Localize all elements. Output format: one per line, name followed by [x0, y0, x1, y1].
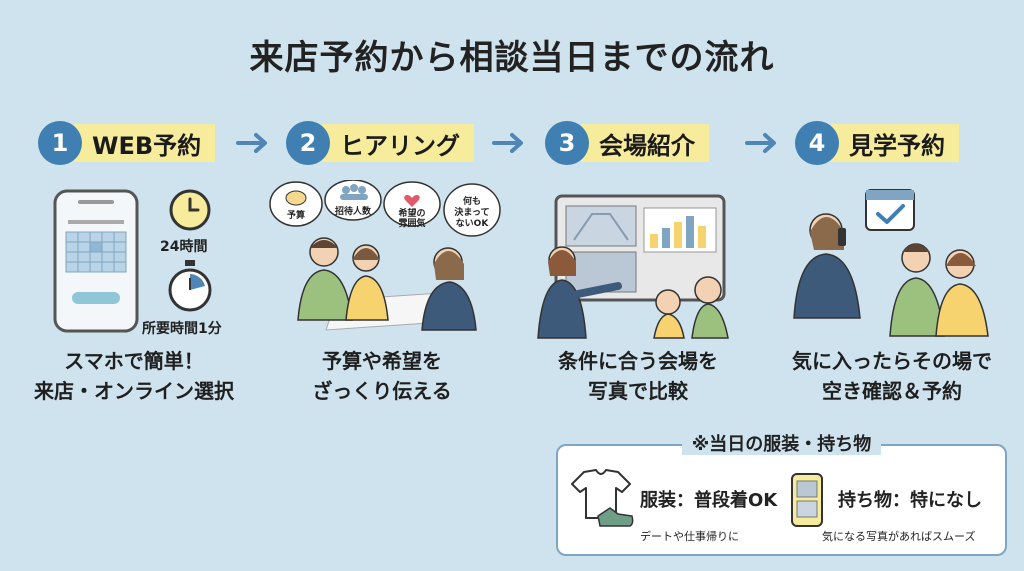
step-3-caption: 条件に合う会場を 写真で比較: [518, 346, 758, 406]
check-icon: [876, 204, 905, 224]
bubble-atmosphere-line1: 希望の: [398, 207, 425, 219]
bubble-budget: 予算: [287, 209, 305, 221]
listener-figures: [653, 276, 729, 339]
step-label: WEB予約: [74, 124, 216, 162]
arrow-right-icon: [745, 133, 776, 153]
info-title: ※当日の服装・持ち物: [556, 430, 1007, 456]
arrow-right-icon: [492, 133, 523, 153]
step-number: 4: [795, 121, 839, 165]
bubble-undecided-line1: 何も: [463, 195, 481, 207]
stopwatch-icon: [168, 260, 212, 312]
step-4-header: 4 見学予約: [795, 118, 959, 168]
tshirt-icon: [571, 469, 631, 519]
visit-reservation-illustration: [793, 189, 989, 337]
step-number: 2: [286, 121, 330, 165]
step-number: 3: [545, 121, 589, 165]
presenter-figure: [537, 246, 622, 339]
group-icon: [340, 184, 368, 200]
clock-label: 24時間: [160, 239, 208, 255]
step-2-header: 2 ヒアリング: [286, 118, 474, 168]
caption-line: ざっくり伝える: [312, 379, 452, 403]
caption-line: 写真で比較: [588, 379, 688, 403]
hearing-illustration: 予算 招待人数 希望の 雰囲気 何も 決まって ないOK: [269, 180, 501, 331]
bubble-undecided-line2: 決まって: [454, 206, 489, 218]
items-label: 持ち物：特になし: [838, 490, 982, 511]
step-label: 見学予約: [831, 124, 959, 162]
advisor-figure: [421, 247, 477, 331]
clothing-label: 服装：普段着OK: [640, 490, 778, 511]
bubble-guests: 招待人数: [335, 205, 372, 217]
caption-line: 気に入ったらその場で: [792, 349, 992, 373]
step-2-caption: 予算や希望を ざっくり伝える: [262, 346, 502, 406]
couple-figures: [889, 243, 989, 337]
couple-figures: [297, 237, 389, 321]
step-label: 会場紹介: [581, 124, 709, 162]
clothing-sub: デートや仕事帰りに: [640, 530, 739, 543]
step-number: 1: [38, 121, 82, 165]
step-1-caption: スマホで簡単！ 来店・オンライン選択: [14, 346, 254, 406]
sneakers-icon: [597, 507, 634, 527]
arrow-right-icon: [236, 133, 267, 153]
step-label: ヒアリング: [322, 124, 474, 162]
phone-photo-icon: [791, 473, 823, 527]
timer-label: 所要時間1分: [142, 321, 222, 337]
step-1-header: 1 WEB予約: [38, 118, 216, 168]
info-title-text: ※当日の服装・持ち物: [681, 434, 882, 455]
bubble-undecided-line3: ないOK: [456, 218, 490, 229]
caption-line: 条件に合う会場を: [558, 349, 718, 373]
caption-line: 予算や希望を: [322, 349, 442, 373]
caption-line: スマホで簡単！: [64, 349, 204, 373]
step-4-caption: 気に入ったらその場で 空き確認＆予約: [772, 346, 1012, 406]
clock-icon: [169, 189, 211, 231]
smartphone-illustration: [53, 189, 139, 333]
calendar-icon: [865, 189, 915, 231]
heart-icon: [404, 194, 420, 207]
step-3-header: 3 会場紹介: [545, 118, 709, 168]
venue-intro-illustration: [537, 194, 729, 339]
items-sub: 気になる写真があればスムーズ: [822, 530, 976, 543]
page-title: 来店予約から相談当日までの流れ: [249, 38, 775, 78]
caption-line: 空き確認＆予約: [822, 379, 962, 403]
caption-line: 来店・オンライン選択: [34, 379, 234, 403]
piggy-bank-icon: [285, 190, 307, 206]
bar-graph-icon: [643, 207, 717, 253]
bubble-atmosphere-line2: 雰囲気: [398, 217, 425, 229]
caller-figure: [793, 213, 861, 319]
